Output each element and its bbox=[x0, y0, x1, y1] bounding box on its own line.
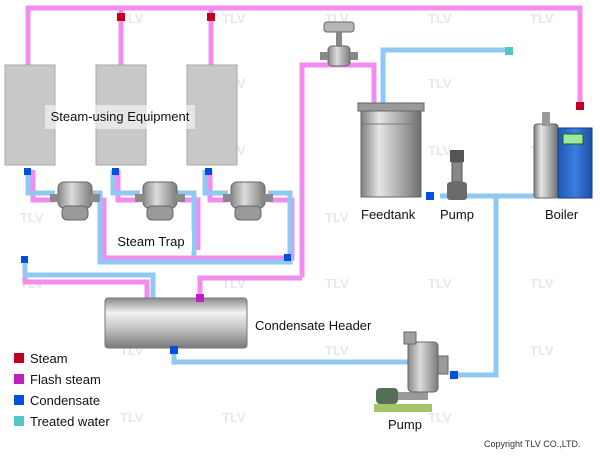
steam-trap bbox=[223, 181, 273, 221]
watermark: TLV bbox=[325, 343, 349, 358]
condensate-header-label: Condensate Header bbox=[255, 318, 372, 333]
equipment-label-backdrop bbox=[45, 105, 195, 129]
watermark: TLV bbox=[428, 276, 452, 291]
legend-swatch-condensate bbox=[14, 395, 24, 405]
watermark: TLV bbox=[428, 11, 452, 26]
watermark: TLV bbox=[428, 143, 452, 158]
condensate-marker bbox=[426, 192, 434, 200]
legend-label-treated-water: Treated water bbox=[30, 414, 110, 429]
condensate-marker bbox=[21, 256, 28, 263]
watermark: TLV bbox=[222, 11, 246, 26]
watermark: TLV bbox=[325, 276, 349, 291]
condensate-marker bbox=[284, 254, 291, 261]
watermark: TLV bbox=[428, 410, 452, 425]
steam-trap bbox=[50, 181, 100, 221]
boiler-label: Boiler bbox=[545, 207, 579, 222]
condensate-pump: Pump bbox=[374, 331, 449, 432]
steam-using-equipment-label: Steam-using Equipment bbox=[51, 109, 190, 124]
legend-label-condensate: Condensate bbox=[30, 393, 100, 408]
condensate-marker bbox=[450, 371, 458, 379]
legend-swatch-steam bbox=[14, 353, 24, 363]
copyright-text: Copyright TLV CO.,LTD. bbox=[484, 439, 581, 449]
feed-pump: Pump bbox=[440, 150, 474, 222]
steam-trap-label: Steam Trap bbox=[117, 234, 184, 249]
legend-label-flash-steam: Flash steam bbox=[30, 372, 101, 387]
watermark: TLV bbox=[530, 343, 554, 358]
pump-label: Pump bbox=[388, 417, 422, 432]
condensate-pipes bbox=[22, 47, 540, 378]
watermark: TLV bbox=[222, 410, 246, 425]
condensate-marker bbox=[170, 346, 178, 354]
legend-label-steam: Steam bbox=[30, 351, 68, 366]
treated-water-marker bbox=[505, 47, 513, 55]
watermark: TLV bbox=[20, 210, 44, 225]
flash-steam-marker bbox=[196, 294, 204, 302]
feedtank-label: Feedtank bbox=[361, 207, 416, 222]
watermark: TLV bbox=[428, 76, 452, 91]
legend: Steam Flash steam Condensate Treated wat… bbox=[14, 351, 110, 429]
steam-using-equipment-group: Steam-using Equipment bbox=[4, 64, 238, 166]
steam-marker bbox=[207, 13, 215, 21]
watermark: TLV bbox=[120, 410, 144, 425]
steam-trap-group: Steam Trap bbox=[50, 181, 273, 251]
watermark: TLV bbox=[530, 276, 554, 291]
steam-marker bbox=[117, 13, 125, 21]
legend-swatch-flash-steam bbox=[14, 374, 24, 384]
condensate-header: Condensate Header bbox=[104, 297, 372, 349]
condensate-marker bbox=[112, 168, 119, 175]
steam-trap bbox=[135, 181, 185, 221]
condensate-marker bbox=[24, 168, 31, 175]
feedtank: Feedtank bbox=[357, 102, 425, 222]
pipe-markers bbox=[21, 13, 513, 379]
watermark: TLV bbox=[530, 11, 554, 26]
condensate-marker bbox=[205, 168, 212, 175]
watermark: TLV bbox=[120, 11, 144, 26]
boiler: Boiler bbox=[533, 102, 593, 222]
steam-marker bbox=[576, 102, 584, 110]
watermark: TLV bbox=[325, 210, 349, 225]
pump-label: Pump bbox=[440, 207, 474, 222]
steam-trap-label-backdrop bbox=[110, 231, 192, 251]
control-valve bbox=[320, 21, 358, 67]
legend-swatch-treated-water bbox=[14, 416, 24, 426]
